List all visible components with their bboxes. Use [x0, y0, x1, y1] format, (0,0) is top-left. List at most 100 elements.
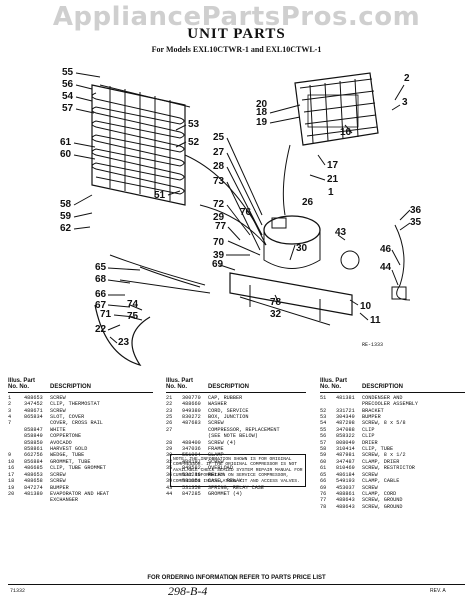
illus-no: 3 [8, 407, 12, 414]
callout: 35 [410, 217, 422, 228]
condenser-coil [91, 84, 191, 206]
description: OVERLOAD [208, 465, 233, 472]
illus-no: 28 [166, 439, 173, 446]
footer-rule [8, 584, 465, 585]
part-no: 488653 [24, 394, 43, 401]
part-no: 488861 [336, 490, 355, 497]
illus-no: 35 [166, 465, 173, 472]
callout: 23 [118, 337, 130, 348]
illus-no: 61 [320, 465, 327, 472]
callout: 56 [62, 79, 74, 90]
illus-no: 39 [166, 478, 173, 485]
description: CAP, RUBBER [208, 394, 243, 401]
callout: 75 [127, 311, 139, 322]
callout: 66 [95, 289, 107, 300]
description: SCREW, GROUND [362, 497, 403, 504]
part-no: 858849 [24, 433, 43, 440]
table-row: 1 488653 SCREW [8, 395, 153, 401]
illus-no: 66 [320, 478, 327, 485]
callout: 16 [340, 127, 352, 138]
part-no: 488197 [182, 458, 201, 465]
illus-no: 1 [8, 394, 12, 401]
illus-no: 58 [320, 446, 327, 453]
part-no: 488643 [336, 497, 355, 504]
document-code: 71332 [10, 588, 26, 594]
description: FRAME [208, 446, 224, 453]
part-no: 300770 [182, 394, 201, 401]
description: BUMPER [50, 484, 69, 491]
callout: 19 [256, 117, 268, 128]
description: SCREW, GROUND [362, 503, 403, 510]
page-subtitle: For Models EXL10CTWR-1 and EXL10CTWL-1 [151, 45, 322, 54]
part-no: 347487 [336, 458, 355, 465]
part-no: 488658 [24, 478, 43, 485]
illus-no: 56 [320, 433, 327, 440]
callout: 1 [328, 187, 334, 198]
table-header: Illus. Part No. No.DESCRIPTION [166, 378, 306, 393]
part-no: 310414 [336, 446, 355, 453]
description: CLIP, TUBE [362, 446, 394, 453]
callout: 62 [60, 223, 72, 234]
illus-no: 25 [166, 414, 173, 421]
part-no: 488653 [24, 471, 43, 478]
page-title: UNIT PARTS [187, 26, 286, 42]
part-no: 858322 [336, 433, 355, 440]
callout: 25 [213, 132, 225, 143]
callout: 60 [60, 149, 72, 160]
description: EVAPORATOR AND HEAT [50, 490, 110, 497]
table-row: 58 310414 CLIP, TUBE [320, 446, 465, 452]
table-row: PRECOOLER ASSEMBLY [320, 401, 465, 407]
illus-no: 44 [166, 490, 173, 497]
illus-no: 57 [320, 439, 327, 446]
ordering-footer: FOR ORDERING INFORMATION REFER TO PARTS … [147, 575, 326, 581]
callout: 32 [270, 309, 282, 320]
part-no: 486685 [24, 465, 43, 472]
illus-no: 4 [8, 414, 12, 421]
illus-no: 59 [320, 452, 327, 459]
callout: 10 [360, 301, 372, 312]
callout: 20 [256, 99, 268, 110]
description: SCREW (4) [208, 439, 237, 446]
illus-no: 30 [166, 452, 173, 459]
header-illus-part: Illus. Part [8, 378, 36, 384]
callout: 54 [62, 91, 74, 102]
header-no: No. No. [166, 384, 187, 391]
part-no: 858850 [24, 439, 43, 446]
part-no: 551094 [182, 452, 201, 459]
callout: 29 [213, 212, 225, 223]
description: SCREW, 8 x 5/8 [362, 420, 406, 427]
watermark: AppliancePartsPros.com [52, 2, 421, 32]
callout: 21 [327, 174, 339, 185]
header-no: No. No. [320, 384, 341, 391]
header-description: DESCRIPTION [50, 384, 92, 391]
part-no: 347088 [336, 426, 355, 433]
illus-no: 32 [166, 458, 173, 465]
callout: 53 [188, 119, 200, 130]
callout: 70 [213, 237, 225, 248]
callout: 51 [154, 190, 166, 201]
unit-parts-diagram: 55 56 54 57 53 52 61 60 58 59 62 51 18 2… [60, 67, 422, 367]
description: SCREW [50, 394, 66, 401]
illus-no: 26 [166, 420, 173, 427]
description: CLAMP, DRIER [362, 458, 400, 465]
part-no: 847285 [182, 490, 201, 497]
description: SPRING, RELAY CASE [208, 484, 265, 491]
